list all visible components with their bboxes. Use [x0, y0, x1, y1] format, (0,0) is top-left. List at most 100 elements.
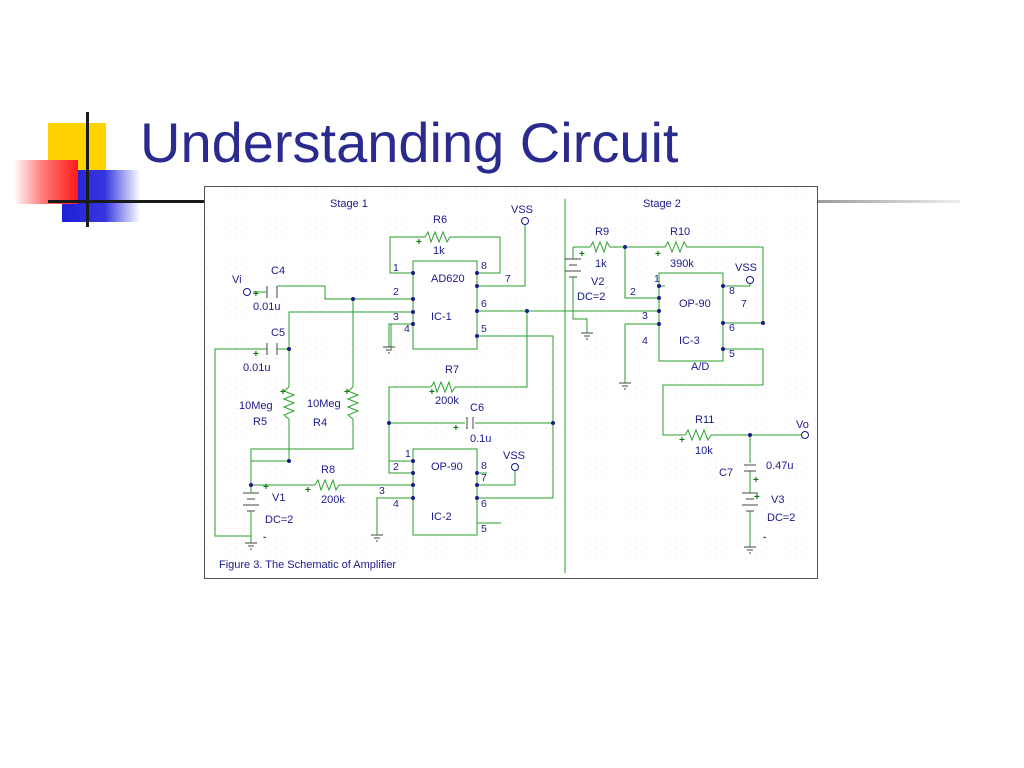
plus-mark: + — [253, 289, 259, 300]
r9-value-label: 1k — [595, 258, 607, 270]
ic2-pin-label: 5 — [481, 523, 487, 535]
plus-mark: + — [679, 435, 685, 446]
r6-value-label: 1k — [433, 245, 445, 257]
v2-value-label: DC=2 — [577, 291, 605, 303]
ground-ic1-icon — [383, 346, 395, 354]
vi-label: Vi — [232, 274, 242, 286]
v2-name-label: V2 — [591, 276, 604, 288]
ic1-pin-label: 6 — [481, 298, 487, 310]
r9-resistor — [589, 240, 612, 254]
r10-name-label: R10 — [670, 226, 690, 238]
slide-title: Understanding Circuit — [140, 111, 679, 174]
plus-mark: + — [754, 492, 760, 503]
c4-capacitor — [253, 286, 278, 298]
ground-ic3-icon — [619, 382, 631, 390]
ic1-ref-label: IC-1 — [431, 311, 452, 323]
r9-name-label: R9 — [595, 226, 609, 238]
ic2-part-label: OP-90 — [431, 461, 463, 473]
ic2-pin-label: 8 — [481, 460, 487, 472]
ic1-pin-label: 1 — [393, 262, 399, 274]
ic3-sub-label: A/D — [691, 361, 709, 373]
figure-caption: Figure 3. The Schematic of Amplifier — [219, 559, 396, 571]
plus-mark: + — [253, 349, 259, 360]
ic3-pin-label: 2 — [630, 286, 636, 298]
vss-terminal-icon — [746, 276, 754, 284]
plus-mark: + — [753, 475, 759, 486]
minus-mark: - — [263, 532, 266, 543]
plus-mark: + — [416, 237, 422, 248]
plus-mark: + — [280, 387, 286, 398]
plus-mark: + — [429, 387, 435, 398]
vss-label: VSS — [735, 262, 757, 274]
minus-mark: - — [763, 532, 766, 543]
plus-mark: + — [655, 249, 661, 260]
ic2-pin-label: 1 — [405, 448, 411, 460]
r7-resistor — [430, 380, 456, 394]
c4-value-label: 0.01u — [253, 301, 281, 313]
r8-resistor — [314, 478, 343, 492]
plus-mark: + — [344, 387, 350, 398]
ic3-pin-label: 1 — [654, 273, 660, 285]
v1-battery — [243, 485, 259, 517]
r11-name-label: R11 — [695, 414, 714, 426]
vss-label: VSS — [511, 204, 533, 216]
r5-resistor — [282, 386, 296, 420]
r4-value-label: 10Meg — [307, 398, 341, 410]
plus-mark: + — [305, 485, 311, 496]
ic1-pin-label: 8 — [481, 260, 487, 272]
v1-value-label: DC=2 — [265, 514, 293, 526]
schematic-figure: Stage 1 Stage 2 AD620 IC-1 OP-90 IC-2 OP… — [204, 186, 818, 579]
r10-value-label: 390k — [670, 258, 694, 270]
c5-value-label: 0.01u — [243, 362, 271, 374]
ic2-pin-label: 3 — [379, 485, 385, 497]
vo-label: Vo — [796, 419, 809, 431]
ground-v1-icon — [245, 542, 257, 550]
decor-red-square — [14, 160, 78, 204]
ic2-pin-label: 6 — [481, 498, 487, 510]
r5-value-label: 10Meg — [239, 400, 273, 412]
vi-terminal-icon — [243, 288, 251, 296]
c6-value-label: 0.1u — [470, 433, 491, 445]
ic3-pin-label: 5 — [729, 348, 735, 360]
c4-name-label: C4 — [271, 265, 285, 277]
ic2-box — [412, 448, 478, 536]
r4-resistor — [346, 386, 360, 420]
r8-value-label: 200k — [321, 494, 345, 506]
ic2-pin-label: 4 — [393, 498, 399, 510]
amplifier-schematic: Stage 1 Stage 2 AD620 IC-1 OP-90 IC-2 OP… — [205, 187, 817, 578]
r6-resistor — [424, 230, 453, 244]
ic3-pin-label: 6 — [729, 322, 735, 334]
v3-value-label: DC=2 — [767, 512, 795, 524]
ground-ic2-icon — [371, 534, 383, 542]
vss-terminal-icon — [511, 463, 519, 471]
v2-battery — [565, 258, 581, 281]
ic3-pin-label: 8 — [729, 285, 735, 297]
ic3-box — [658, 272, 724, 362]
ic1-pin-label: 2 — [393, 286, 399, 298]
plus-mark: + — [263, 482, 269, 493]
junction-dots — [249, 245, 765, 500]
c7-value-label: 0.47u — [766, 460, 794, 472]
c7-name-label: C7 — [719, 467, 733, 479]
r7-value-label: 200k — [435, 395, 459, 407]
r5-name-label: R5 — [253, 416, 267, 428]
ground-v2-icon — [581, 332, 593, 340]
r6-name-label: R6 — [433, 214, 447, 226]
vss-label: VSS — [503, 450, 525, 462]
plus-mark: + — [453, 423, 459, 434]
r11-resistor — [684, 428, 712, 442]
v1-name-label: V1 — [272, 492, 285, 504]
c5-name-label: C5 — [271, 327, 285, 339]
v3-battery — [742, 492, 758, 517]
vss-terminal-icon — [521, 217, 529, 225]
ic2-ref-label: IC-2 — [431, 511, 452, 523]
ic2-pin-label: 2 — [393, 461, 399, 473]
r11-value-label: 10k — [695, 445, 713, 457]
stage1-label: Stage 1 — [330, 198, 368, 210]
ic1-pin-label: 4 — [404, 323, 410, 335]
c7-capacitor — [744, 464, 756, 472]
ic1-box — [412, 260, 478, 350]
ic1-pin-label: 5 — [481, 323, 487, 335]
ic1-pin-label: 7 — [505, 273, 511, 285]
r4-name-label: R4 — [313, 417, 327, 429]
